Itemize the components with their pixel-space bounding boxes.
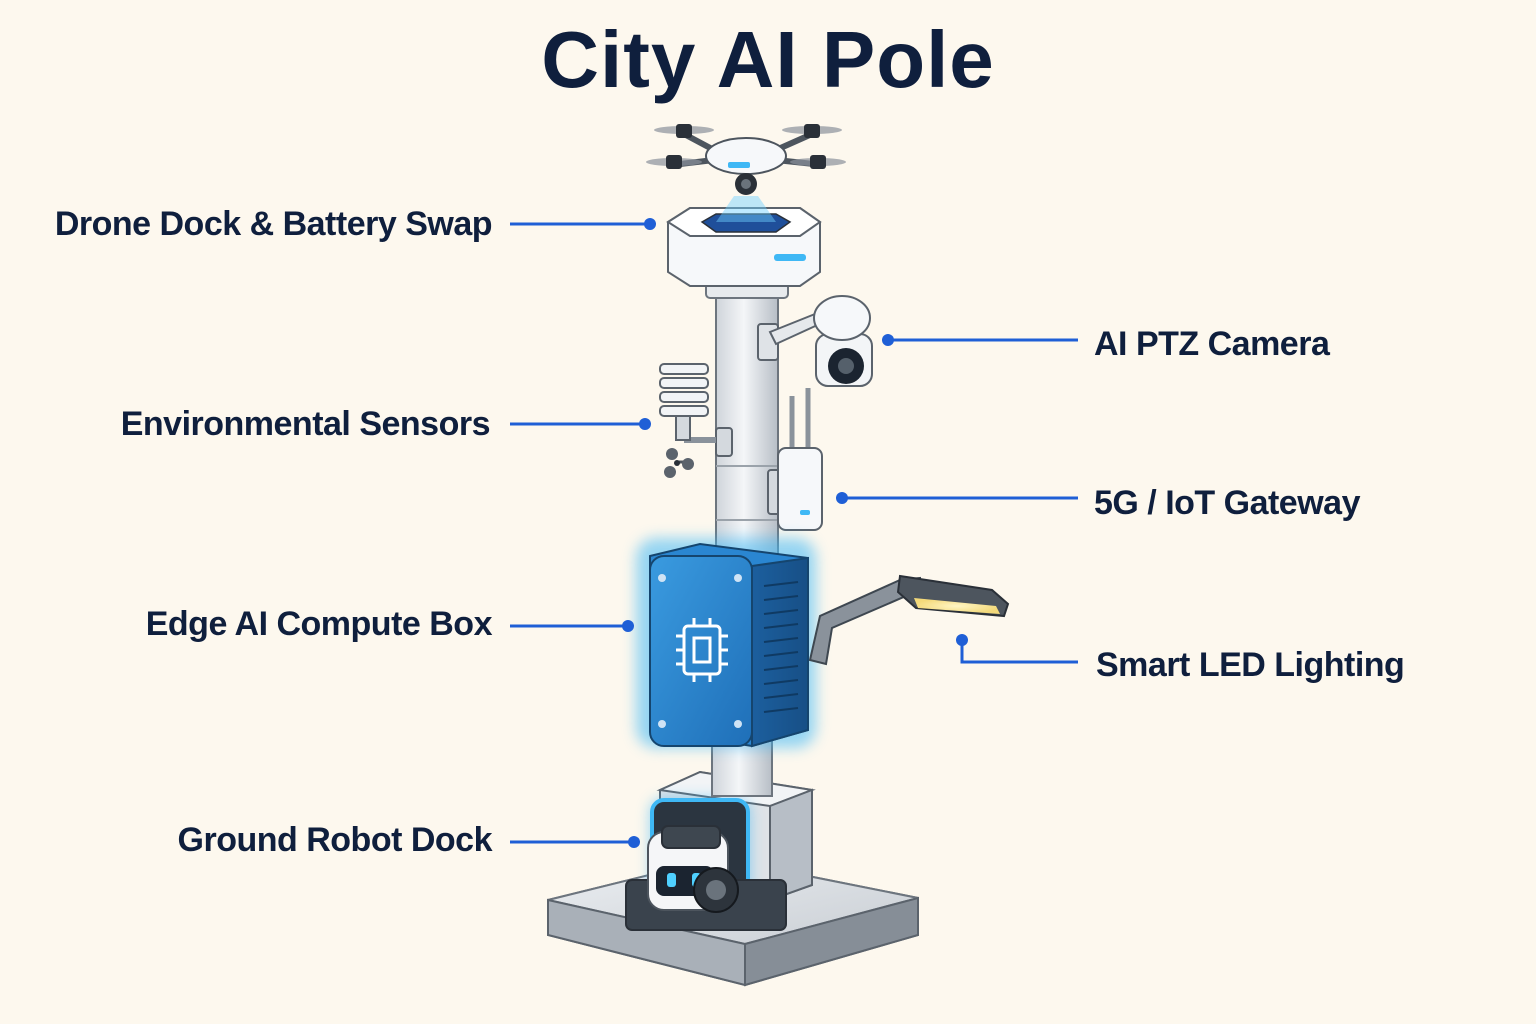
camera-icon [757, 295, 873, 387]
label-led-lighting: Smart LED Lighting [1096, 646, 1405, 684]
robot-icon [647, 825, 739, 913]
anemometer-icon [664, 448, 694, 478]
label-drone-dock: Drone Dock & Battery Swap [54, 205, 493, 243]
label-ptz-camera: AI PTZ Camera [1094, 325, 1330, 363]
label-edge-compute: Edge AI Compute Box [145, 605, 493, 643]
label-environmental-sensors: Environmental Sensors [120, 405, 491, 443]
leader-dots [622, 218, 968, 848]
label-ground-robot-dock: Ground Robot Dock [177, 821, 493, 859]
environmental-sensor [659, 363, 733, 457]
led-lamp-icon [808, 574, 1010, 666]
label-gateway: 5G / IoT Gateway [1094, 484, 1360, 522]
edge-compute-box [636, 538, 816, 748]
antenna-icon [767, 388, 823, 531]
leader-led-lighting [960, 640, 1078, 664]
drone-icon [646, 124, 846, 195]
page-title: City AI Pole [541, 15, 995, 104]
chip-icon [676, 618, 728, 682]
drone-dock [666, 196, 822, 287]
leader-lines [510, 222, 1078, 844]
